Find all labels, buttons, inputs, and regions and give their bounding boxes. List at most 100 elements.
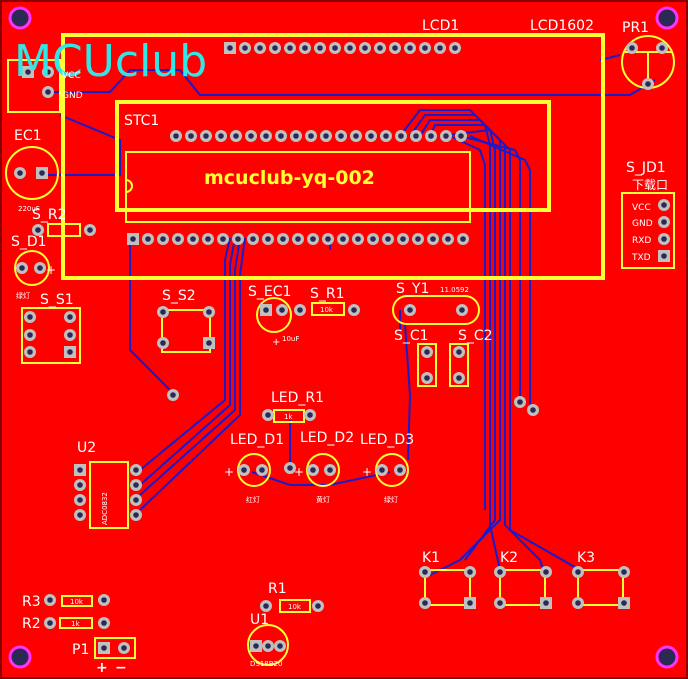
s-r2-label: S_R2 bbox=[32, 207, 67, 223]
r2-label: R2 bbox=[22, 616, 41, 632]
r1-pin-hole bbox=[263, 603, 269, 609]
s-y1-label: S_Y1 bbox=[396, 281, 429, 297]
via-hole bbox=[530, 407, 536, 413]
stc-bottom-pin-hole bbox=[160, 236, 166, 242]
stc-bottom-pin-hole bbox=[445, 236, 451, 242]
stc-top-pin-hole bbox=[248, 133, 254, 139]
top-left-module bbox=[7, 59, 61, 113]
s-jd1-outline bbox=[621, 192, 675, 269]
lcd-pin-hole bbox=[272, 45, 278, 51]
s-d1-plus: + bbox=[46, 263, 56, 277]
silkscreen bbox=[5, 33, 675, 666]
r2-pin-hole bbox=[47, 620, 53, 626]
lcd-pin-hole bbox=[437, 45, 443, 51]
u2-chip: ADC0832 bbox=[101, 492, 109, 525]
stc-bottom-pin-hole bbox=[130, 236, 136, 242]
stc-top-pin-hole bbox=[263, 133, 269, 139]
chip-text: mcuclub-yq-002 bbox=[204, 167, 375, 189]
stc-bottom-pin-hole bbox=[220, 236, 226, 242]
u2-outline bbox=[89, 461, 129, 529]
pads bbox=[14, 42, 670, 654]
ec1-outline bbox=[5, 146, 59, 200]
lcd-pin-hole bbox=[242, 45, 248, 51]
mcuclub-logo: MCUclub bbox=[14, 36, 207, 87]
s-s1-outline bbox=[21, 307, 81, 364]
k2-pin-hole bbox=[543, 569, 549, 575]
u1-label: U1 bbox=[250, 612, 269, 628]
s-ec1-outline bbox=[256, 297, 292, 333]
stc-bottom-pin-hole bbox=[190, 236, 196, 242]
ec1-value: 220uF bbox=[18, 205, 40, 213]
s-r1-value: 10k bbox=[320, 306, 334, 314]
stc1-label: STC1 bbox=[124, 113, 159, 129]
led-r1-pin-hole bbox=[265, 412, 271, 418]
p1-minus: − bbox=[115, 660, 127, 676]
stc-top-pin-hole bbox=[428, 133, 434, 139]
lcd-pin-hole bbox=[227, 45, 233, 51]
lcd-pin-hole bbox=[422, 45, 428, 51]
s-jd1-pin-hole bbox=[661, 202, 667, 208]
stc-top-pin-hole bbox=[443, 133, 449, 139]
r3-pin-hole bbox=[47, 597, 53, 603]
s-ec1-pin-hole bbox=[279, 307, 285, 313]
led-d1-pin-hole bbox=[259, 467, 265, 473]
led-d1-pin-hole bbox=[241, 467, 247, 473]
stc-top-pin-hole bbox=[398, 133, 404, 139]
s-r1-pin-hole bbox=[297, 307, 303, 313]
s-r1-pin-hole bbox=[351, 307, 357, 313]
led-d1-label: LED_D1 bbox=[230, 432, 284, 448]
gnd-small-label: GND bbox=[62, 91, 83, 101]
stc-bottom-pin-hole bbox=[145, 236, 151, 242]
u2-pin-hole bbox=[133, 497, 139, 503]
ec1-pin-hole bbox=[17, 170, 23, 176]
s-c2-pin-hole bbox=[456, 349, 462, 355]
led-d3-pin-hole bbox=[379, 467, 385, 473]
via-hole bbox=[517, 399, 523, 405]
u2-pin-hole bbox=[133, 467, 139, 473]
led-d2-note: 黄灯 bbox=[316, 495, 330, 504]
s-y1-pin-hole bbox=[407, 307, 413, 313]
k1-pin-hole bbox=[422, 569, 428, 575]
k1-pin-hole bbox=[422, 600, 428, 606]
s-d1-outline bbox=[14, 250, 50, 286]
stc1-chip-body bbox=[125, 151, 471, 223]
s-s1-pin-hole bbox=[27, 332, 33, 338]
r3-label: R3 bbox=[22, 594, 41, 610]
lcd-pin-hole bbox=[362, 45, 368, 51]
ec1-pin-hole bbox=[39, 170, 45, 176]
jd-pin-gnd: GND bbox=[632, 219, 653, 229]
k2-pin-hole bbox=[543, 600, 549, 606]
s-s1-pin-hole bbox=[67, 332, 73, 338]
k3-pin-hole bbox=[575, 600, 581, 606]
s-c2-label: S_C2 bbox=[458, 328, 493, 344]
p1-label: P1 bbox=[72, 642, 89, 658]
s-s1-pin-hole bbox=[27, 314, 33, 320]
stc-top-pin-hole bbox=[458, 133, 464, 139]
u2-pin-hole bbox=[77, 482, 83, 488]
u2-pin-hole bbox=[77, 497, 83, 503]
labels: MCUclub LCD1 LCD1602 PR1 STC1 mcuclub-yq… bbox=[11, 18, 668, 676]
u2-pin-hole bbox=[133, 482, 139, 488]
stc-bottom-pin-hole bbox=[295, 236, 301, 242]
stc-bottom-pin-hole bbox=[310, 236, 316, 242]
led-r1-label: LED_R1 bbox=[271, 390, 324, 406]
k2-label: K2 bbox=[500, 550, 518, 566]
s-y1-outline bbox=[392, 295, 480, 325]
k3-pin-hole bbox=[621, 569, 627, 575]
stc-bottom-pin-hole bbox=[325, 236, 331, 242]
s-d1-label: S_D1 bbox=[11, 234, 47, 250]
module-pin-hole bbox=[45, 69, 51, 75]
lcd1-outline bbox=[61, 33, 605, 280]
led-d3-plus: + bbox=[362, 465, 372, 479]
ec1-label: EC1 bbox=[14, 128, 42, 144]
s-s2-pin-hole bbox=[160, 340, 166, 346]
s-r2-pin-hole bbox=[87, 227, 93, 233]
pr1-label: PR1 bbox=[622, 20, 649, 36]
stc-top-pin-hole bbox=[323, 133, 329, 139]
s-s2-pin-hole bbox=[206, 309, 212, 315]
s-y1-pin-hole bbox=[459, 307, 465, 313]
stc-top-pin-hole bbox=[188, 133, 194, 139]
stc-top-pin-hole bbox=[368, 133, 374, 139]
